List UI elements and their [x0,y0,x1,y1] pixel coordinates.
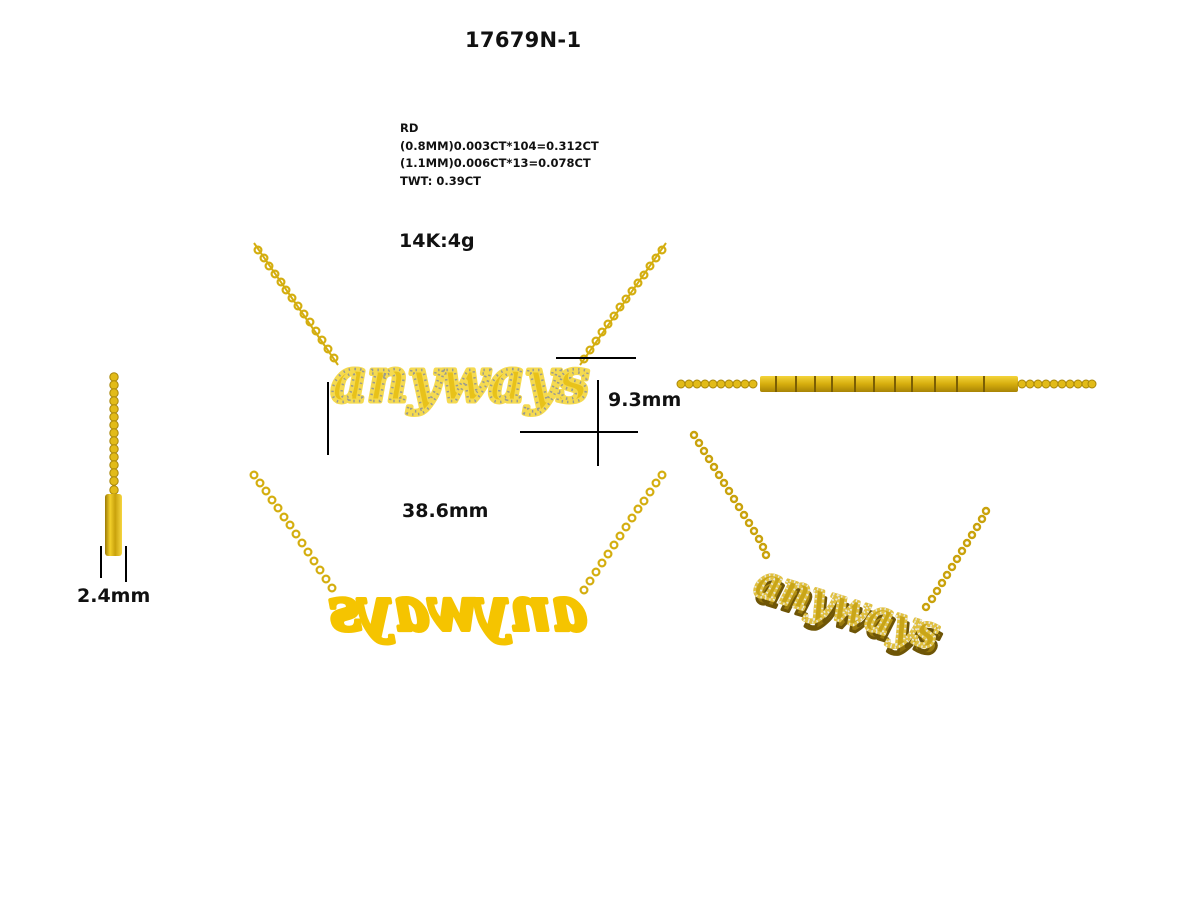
side-nameplate [105,494,122,556]
chain-left [253,242,339,366]
back-chain-right [579,470,667,595]
top-nameplate [760,376,1018,392]
perspective-chain-right [921,506,991,612]
chain-right [579,242,667,366]
nameplate-front: anyways [331,346,589,416]
top-nameplate-segments [775,376,985,392]
back-view-mirrored: anyways [249,470,667,647]
metal-weight-label: 14K:4g [399,230,475,252]
side-view [100,372,127,582]
perspective-view: anyways anyways anyways [689,430,991,668]
spec-line-stone-type: RD [400,121,419,135]
front-view-with-stones: anyways anyways [253,242,667,419]
spec-line-large-stones: (1.1MM)0.006CT*13=0.078CT [400,156,591,170]
thickness-dimension-label: 2.4mm [77,585,151,607]
back-chain-left [249,470,337,593]
drawing-title: 17679N-1 [465,28,582,52]
perspective-chain-left [689,430,771,560]
side-chain [109,372,119,495]
spec-line-total-weight: TWT: 0.39CT [400,173,482,188]
perspective-pave-stones: anyways [749,553,946,660]
spec-line-small-stones: (0.8MM)0.003CT*104=0.312CT [400,138,599,153]
top-chain-left [676,379,758,389]
stone-specs: RD (0.8MM)0.003CT*104=0.312CT (1.1MM)0.0… [400,120,599,190]
height-dimension-label: 9.3mm [608,389,682,411]
dimension-lines [327,357,638,466]
top-chain-right [1017,379,1097,389]
nameplate-back: anyways [329,575,587,645]
top-view [676,376,1097,392]
pave-stones: anyways [331,346,589,416]
width-dimension-label: 38.6mm [402,500,489,522]
